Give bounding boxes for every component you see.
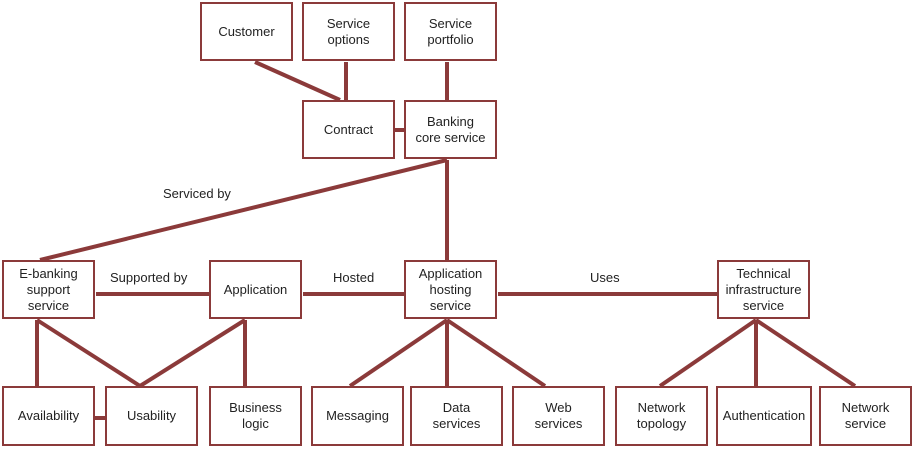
link-technical-network-service <box>754 318 857 388</box>
node-technical-infrastructure-service: Technical infrastructure service <box>717 260 810 319</box>
link-technical-network-topology <box>658 318 758 388</box>
node-authentication: Authentication <box>716 386 812 446</box>
link-core-ebanking <box>39 158 448 262</box>
node-business-logic: Business logic <box>209 386 302 446</box>
node-application-hosting-service: Application hosting service <box>404 260 497 319</box>
node-banking-core-service: Banking core service <box>404 100 497 159</box>
node-contract: Contract <box>302 100 395 159</box>
link-ebanking-usability <box>35 318 142 388</box>
node-availability: Availability <box>2 386 95 446</box>
link-customer-contract <box>254 60 341 102</box>
node-web-services: Web services <box>512 386 605 446</box>
link-application-usability <box>138 318 247 388</box>
link-hosting-messaging <box>348 318 449 388</box>
node-customer: Customer <box>200 2 293 61</box>
node-network-topology: Network topology <box>615 386 708 446</box>
node-network-service: Network service <box>819 386 912 446</box>
edge-label-supported-by: Supported by <box>110 270 188 285</box>
edge-label-hosted: Hosted <box>333 270 375 285</box>
node-ebanking-support-service: E-banking support service <box>2 260 95 319</box>
edge-label-uses: Uses <box>590 270 620 285</box>
node-service-portfolio: Service portfolio <box>404 2 497 61</box>
node-service-options: Service options <box>302 2 395 61</box>
node-usability: Usability <box>105 386 198 446</box>
node-data-services: Data services <box>410 386 503 446</box>
node-application: Application <box>209 260 302 319</box>
edge-label-serviced-by: Serviced by <box>163 186 231 201</box>
link-hosting-web-services <box>445 318 547 388</box>
node-messaging: Messaging <box>311 386 404 446</box>
